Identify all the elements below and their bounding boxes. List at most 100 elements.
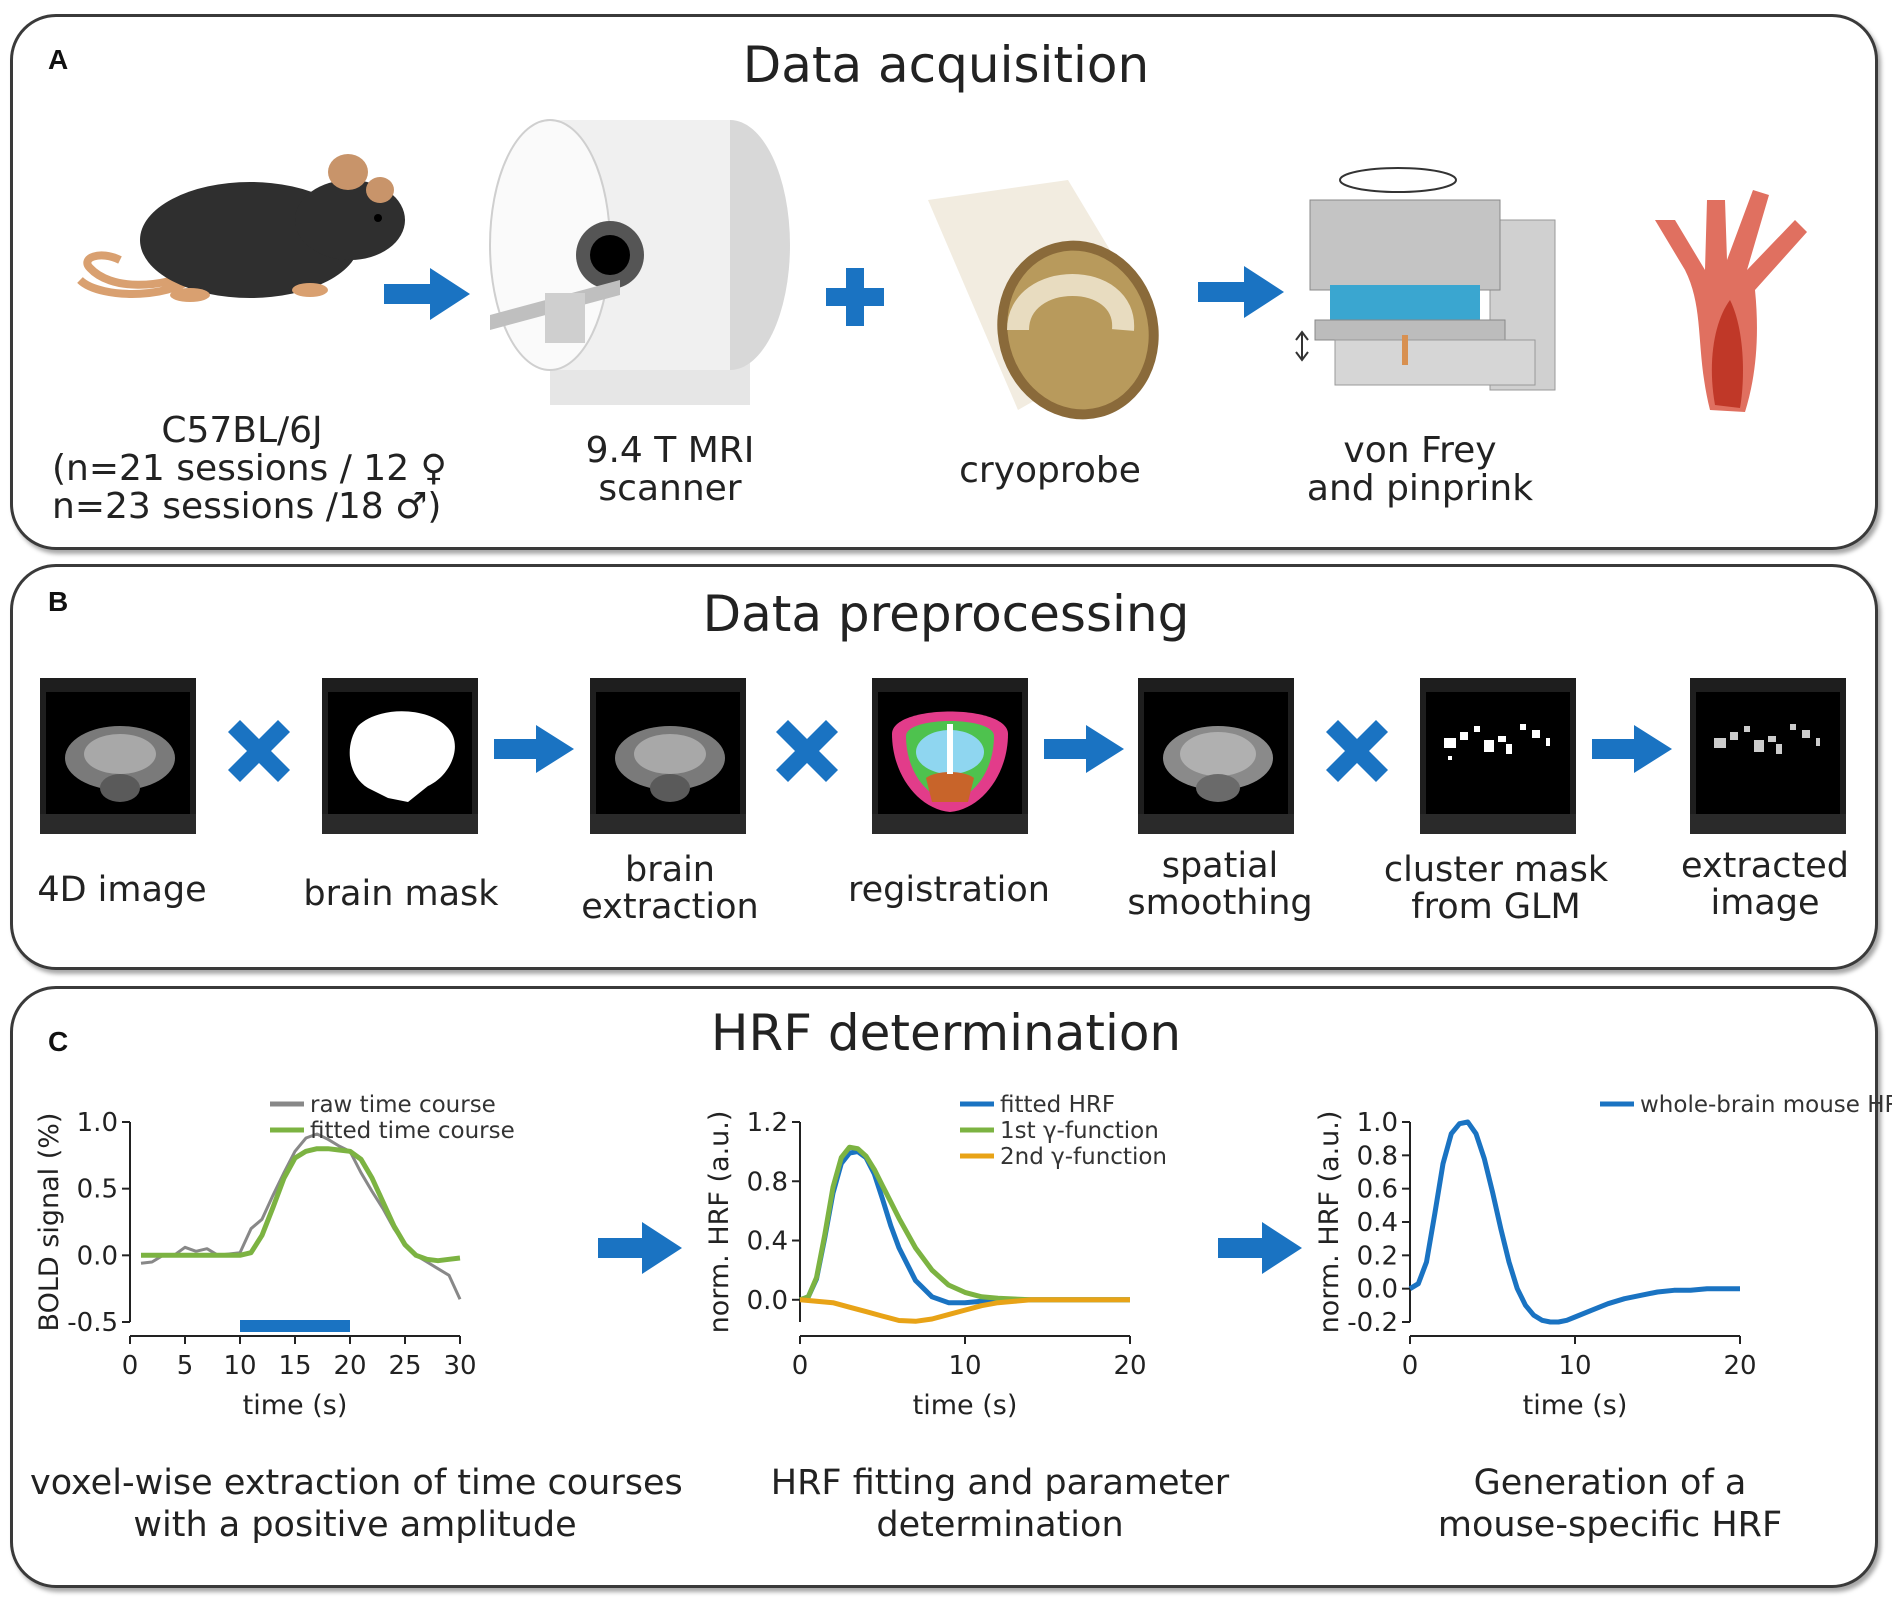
panel-b-title: Data preprocessing bbox=[702, 585, 1190, 643]
step-label-line: image bbox=[1710, 883, 1820, 923]
step-label-brain-mask: brain mask bbox=[296, 876, 506, 913]
x-axis-label: time (s) bbox=[1523, 1390, 1628, 1421]
arrow-right-icon bbox=[494, 725, 574, 773]
caption-line: Generation of a bbox=[1473, 1463, 1747, 1503]
x-tick-label: 0 bbox=[1402, 1351, 1419, 1381]
spatial-smoothing-thumbnail bbox=[1138, 678, 1294, 834]
caption-voxel-extraction: voxel-wise extraction of time courses wi… bbox=[30, 1462, 683, 1546]
y-tick-label: 0.4 bbox=[1357, 1208, 1398, 1238]
panel-c-title: HRF determination bbox=[710, 1004, 1182, 1062]
multiply-icon bbox=[1326, 720, 1388, 782]
mri-scanner-illustration bbox=[489, 119, 790, 405]
step-label-line: smoothing bbox=[1127, 883, 1313, 923]
y-tick-label: 1.2 bbox=[747, 1108, 788, 1138]
caption-hrf-fitting: HRF fitting and parameter determination bbox=[740, 1462, 1260, 1546]
x-tick-label: 5 bbox=[177, 1351, 194, 1381]
y-tick-label: 0.6 bbox=[1357, 1175, 1398, 1205]
y-tick-label: 0.5 bbox=[77, 1175, 118, 1205]
mouse-caption: C57BL/6J (n=21 sessions / 12 ♀ n=23 sess… bbox=[52, 410, 447, 527]
mouse-caption-line-1: C57BL/6J bbox=[161, 410, 323, 451]
legend-label: raw time course bbox=[310, 1092, 496, 1118]
arrow-right-icon bbox=[598, 1222, 682, 1274]
stimulator-illustration bbox=[1295, 167, 1556, 391]
legend-label: 2nd γ-function bbox=[1000, 1144, 1167, 1170]
step-label-spatial-smoothing: spatial smoothing bbox=[1110, 848, 1330, 922]
y-tick-label: 0.4 bbox=[747, 1227, 788, 1257]
cryoprobe-caption: cryoprobe bbox=[959, 450, 1141, 491]
x-tick-label: 0 bbox=[122, 1351, 139, 1381]
x-tick-label: 10 bbox=[1558, 1351, 1591, 1381]
brain-gray-icon bbox=[615, 726, 725, 802]
x-tick-label: 0 bbox=[792, 1351, 809, 1381]
scanner-caption-line-1: 9.4 T MRI bbox=[585, 430, 755, 471]
legend-label: fitted HRF bbox=[1000, 1092, 1115, 1118]
x-tick-label: 20 bbox=[1723, 1351, 1756, 1381]
cryoprobe-illustration bbox=[928, 180, 1159, 420]
x-tick-label: 20 bbox=[333, 1351, 366, 1381]
step-label-extracted-image: extracted image bbox=[1650, 848, 1880, 922]
mask-white-icon bbox=[349, 711, 455, 802]
brain-mask-thumbnail bbox=[322, 678, 478, 834]
series-line bbox=[799, 1149, 1130, 1306]
cluster-dots-icon bbox=[1444, 724, 1550, 760]
arrow-right-icon bbox=[1592, 725, 1672, 773]
mouse-caption-line-2: (n=21 sessions / 12 ♀ bbox=[52, 448, 447, 489]
arrow-right-icon bbox=[384, 268, 470, 320]
y-tick-label: 1.0 bbox=[1357, 1108, 1398, 1138]
series-line bbox=[140, 1132, 462, 1300]
caption-line: mouse-specific HRF bbox=[1437, 1505, 1783, 1545]
y-tick-label: 1.0 bbox=[77, 1108, 118, 1138]
y-tick-label: 0.0 bbox=[77, 1241, 118, 1271]
step-label-line: extracted bbox=[1681, 846, 1849, 886]
mouse-illustration bbox=[77, 154, 405, 302]
arrow-right-icon bbox=[1044, 725, 1124, 773]
step-label-brain-extraction: brain extraction bbox=[560, 852, 780, 926]
caption-line: with a positive amplitude bbox=[133, 1505, 577, 1545]
step-label-registration: registration bbox=[834, 872, 1064, 909]
registration-thumbnail bbox=[872, 678, 1028, 834]
legend-label: whole-brain mouse HRF bbox=[1640, 1092, 1892, 1118]
legend-label: 1st γ-function bbox=[1000, 1118, 1159, 1144]
scanner-caption-line-2: scanner bbox=[598, 468, 742, 509]
arrow-right-icon bbox=[1198, 266, 1284, 318]
y-tick-label: -0.5 bbox=[67, 1308, 118, 1338]
atlas-icon bbox=[892, 711, 1008, 812]
series-line bbox=[799, 1144, 1130, 1303]
cluster-dots-gray-icon bbox=[1714, 724, 1820, 754]
mouse-caption-line-3: n=23 sessions /18 ♂) bbox=[52, 486, 442, 527]
brain-smooth-icon bbox=[1163, 726, 1273, 802]
step-label-line: from GLM bbox=[1411, 887, 1581, 927]
caption-line: determination bbox=[876, 1505, 1124, 1545]
cluster-mask-thumbnail bbox=[1420, 678, 1576, 834]
step-label-line: 4D image bbox=[37, 870, 207, 910]
y-axis-label: norm. HRF (a.u.) bbox=[1314, 1111, 1345, 1334]
y-tick-label: -0.2 bbox=[1347, 1308, 1398, 1338]
panel-a-letter: A bbox=[48, 44, 69, 75]
panel-c-letter: C bbox=[48, 1026, 69, 1057]
x-tick-label: 10 bbox=[223, 1351, 256, 1381]
y-tick-label: 0.8 bbox=[1357, 1141, 1398, 1171]
multiply-icon bbox=[776, 720, 838, 782]
step-label-line: registration bbox=[848, 870, 1050, 910]
step-label-line: extraction bbox=[581, 887, 759, 927]
y-axis-label: BOLD signal (%) bbox=[34, 1113, 65, 1332]
y-tick-label: 0.2 bbox=[1357, 1241, 1398, 1271]
stimulation-caption: von Frey and pinprink bbox=[1300, 432, 1540, 508]
plus-icon bbox=[826, 268, 884, 326]
extracted-image-thumbnail bbox=[1690, 678, 1846, 834]
series-line bbox=[799, 1297, 1130, 1324]
caption-line: voxel-wise extraction of time courses bbox=[30, 1463, 683, 1503]
x-tick-label: 10 bbox=[948, 1351, 981, 1381]
4d-image-thumbnail bbox=[40, 678, 196, 834]
y-tick-label: 0.0 bbox=[1357, 1275, 1398, 1305]
multiply-icon bbox=[228, 720, 290, 782]
series-line bbox=[1408, 1119, 1740, 1325]
x-axis-label: time (s) bbox=[913, 1390, 1018, 1421]
stimulation-caption-line-1: von Frey bbox=[1343, 430, 1497, 471]
panel-a-title: Data acquisition bbox=[742, 36, 1150, 94]
x-tick-label: 25 bbox=[388, 1351, 421, 1381]
brain-extraction-thumbnail bbox=[590, 678, 746, 834]
step-label-line: brain mask bbox=[303, 874, 499, 914]
step-label-line: brain bbox=[625, 850, 715, 890]
